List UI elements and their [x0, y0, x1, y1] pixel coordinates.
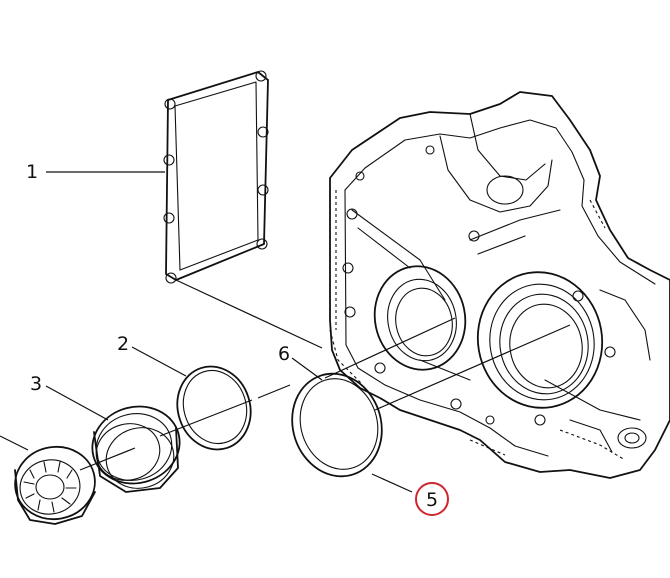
o-ring-part-5 — [291, 372, 383, 478]
gear-housing — [329, 91, 670, 479]
gear-part — [14, 445, 96, 525]
callout-5: 5 — [426, 489, 438, 511]
o-ring-part-2 — [176, 365, 252, 451]
highlight-ring — [415, 482, 449, 516]
gasket-part-1 — [163, 70, 269, 284]
callout-1: 1 — [26, 161, 38, 183]
seal-part-3 — [91, 405, 181, 493]
callout-3: 3 — [30, 373, 42, 395]
callout-6: 6 — [278, 343, 290, 365]
callout-2: 2 — [117, 333, 129, 355]
callout-5-highlighted[interactable]: 5 — [415, 482, 449, 516]
